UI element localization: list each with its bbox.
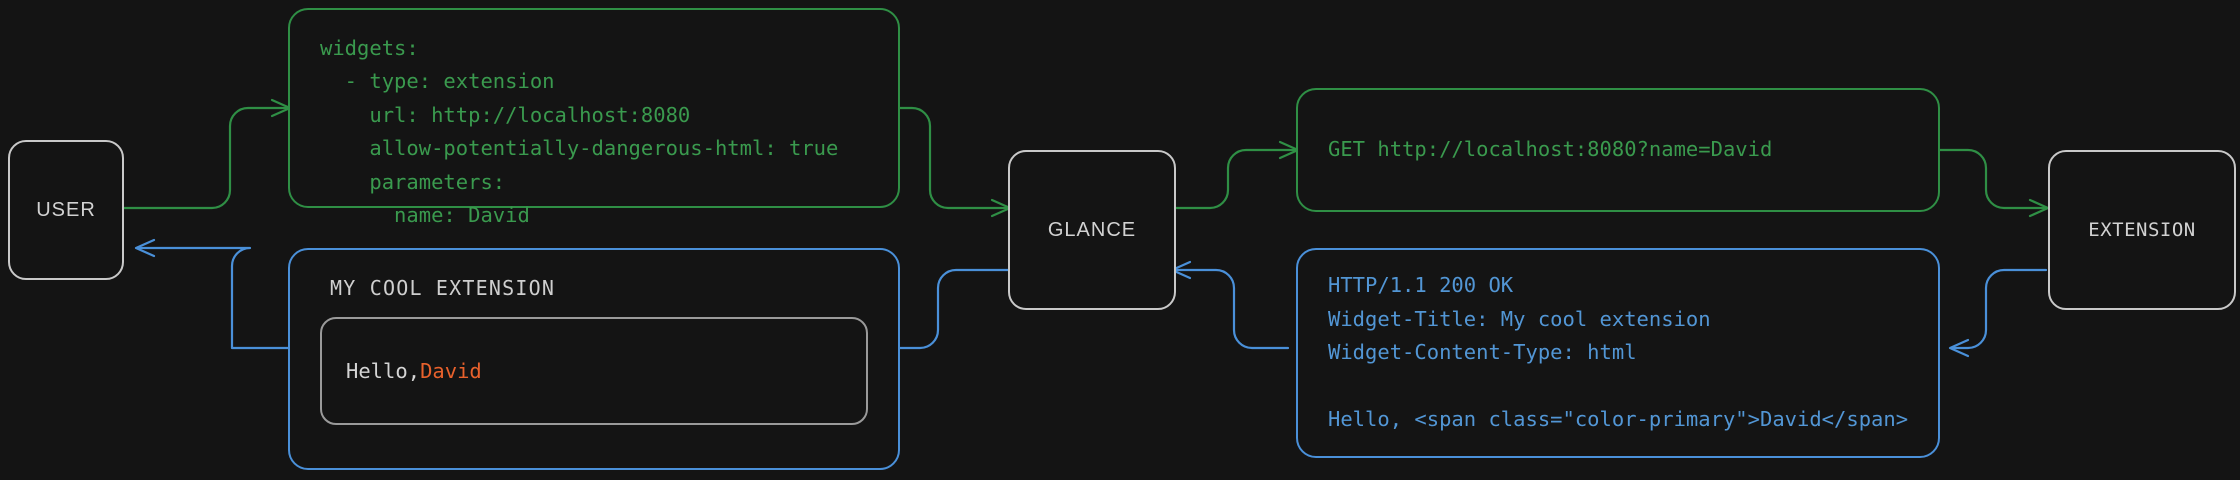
wire-widget-to-user [136, 246, 290, 350]
widget-preview-card[interactable]: MY COOL EXTENSION Hello, David [288, 248, 900, 470]
widget-greeting-text: Hello, [346, 359, 421, 383]
arrowhead-response-in [1948, 338, 1970, 358]
node-glance[interactable]: GLANCE [1008, 150, 1176, 310]
widget-title: MY COOL EXTENSION [330, 276, 556, 300]
node-extension[interactable]: EXTENSION [2048, 150, 2236, 310]
config-yaml-text: widgets: - type: extension url: http://l… [320, 36, 839, 228]
config-yaml-block: widgets: - type: extension url: http://l… [288, 8, 900, 227]
wire-user-to-config [118, 106, 290, 210]
widget-name-value: David [420, 359, 482, 383]
arrowhead-extension-in [2028, 198, 2050, 218]
widget-content-box: Hello, David [320, 317, 868, 425]
wire-glance-to-request [1170, 148, 1298, 210]
wire-response-to-glance [1172, 268, 1290, 350]
wire-config-to-glance [898, 106, 1010, 210]
http-response-block: HTTP/1.1 200 OK Widget-Title: My cool ex… [1296, 248, 1940, 458]
node-user[interactable]: USER [8, 140, 124, 280]
http-request-block: GET http://localhost:8080?name=David [1296, 88, 1940, 212]
node-user-label: USER [36, 198, 96, 221]
node-glance-label: GLANCE [1047, 218, 1137, 241]
wire-extension-to-response [1950, 268, 2048, 350]
http-request-text: GET http://localhost:8080?name=David [1328, 137, 1773, 162]
arrowhead-user-in [134, 238, 156, 258]
wire-request-to-extension [1936, 148, 2048, 210]
node-extension-label: EXTENSION [2088, 219, 2196, 241]
http-response-text: HTTP/1.1 200 OK Widget-Title: My cool ex… [1328, 273, 1909, 432]
